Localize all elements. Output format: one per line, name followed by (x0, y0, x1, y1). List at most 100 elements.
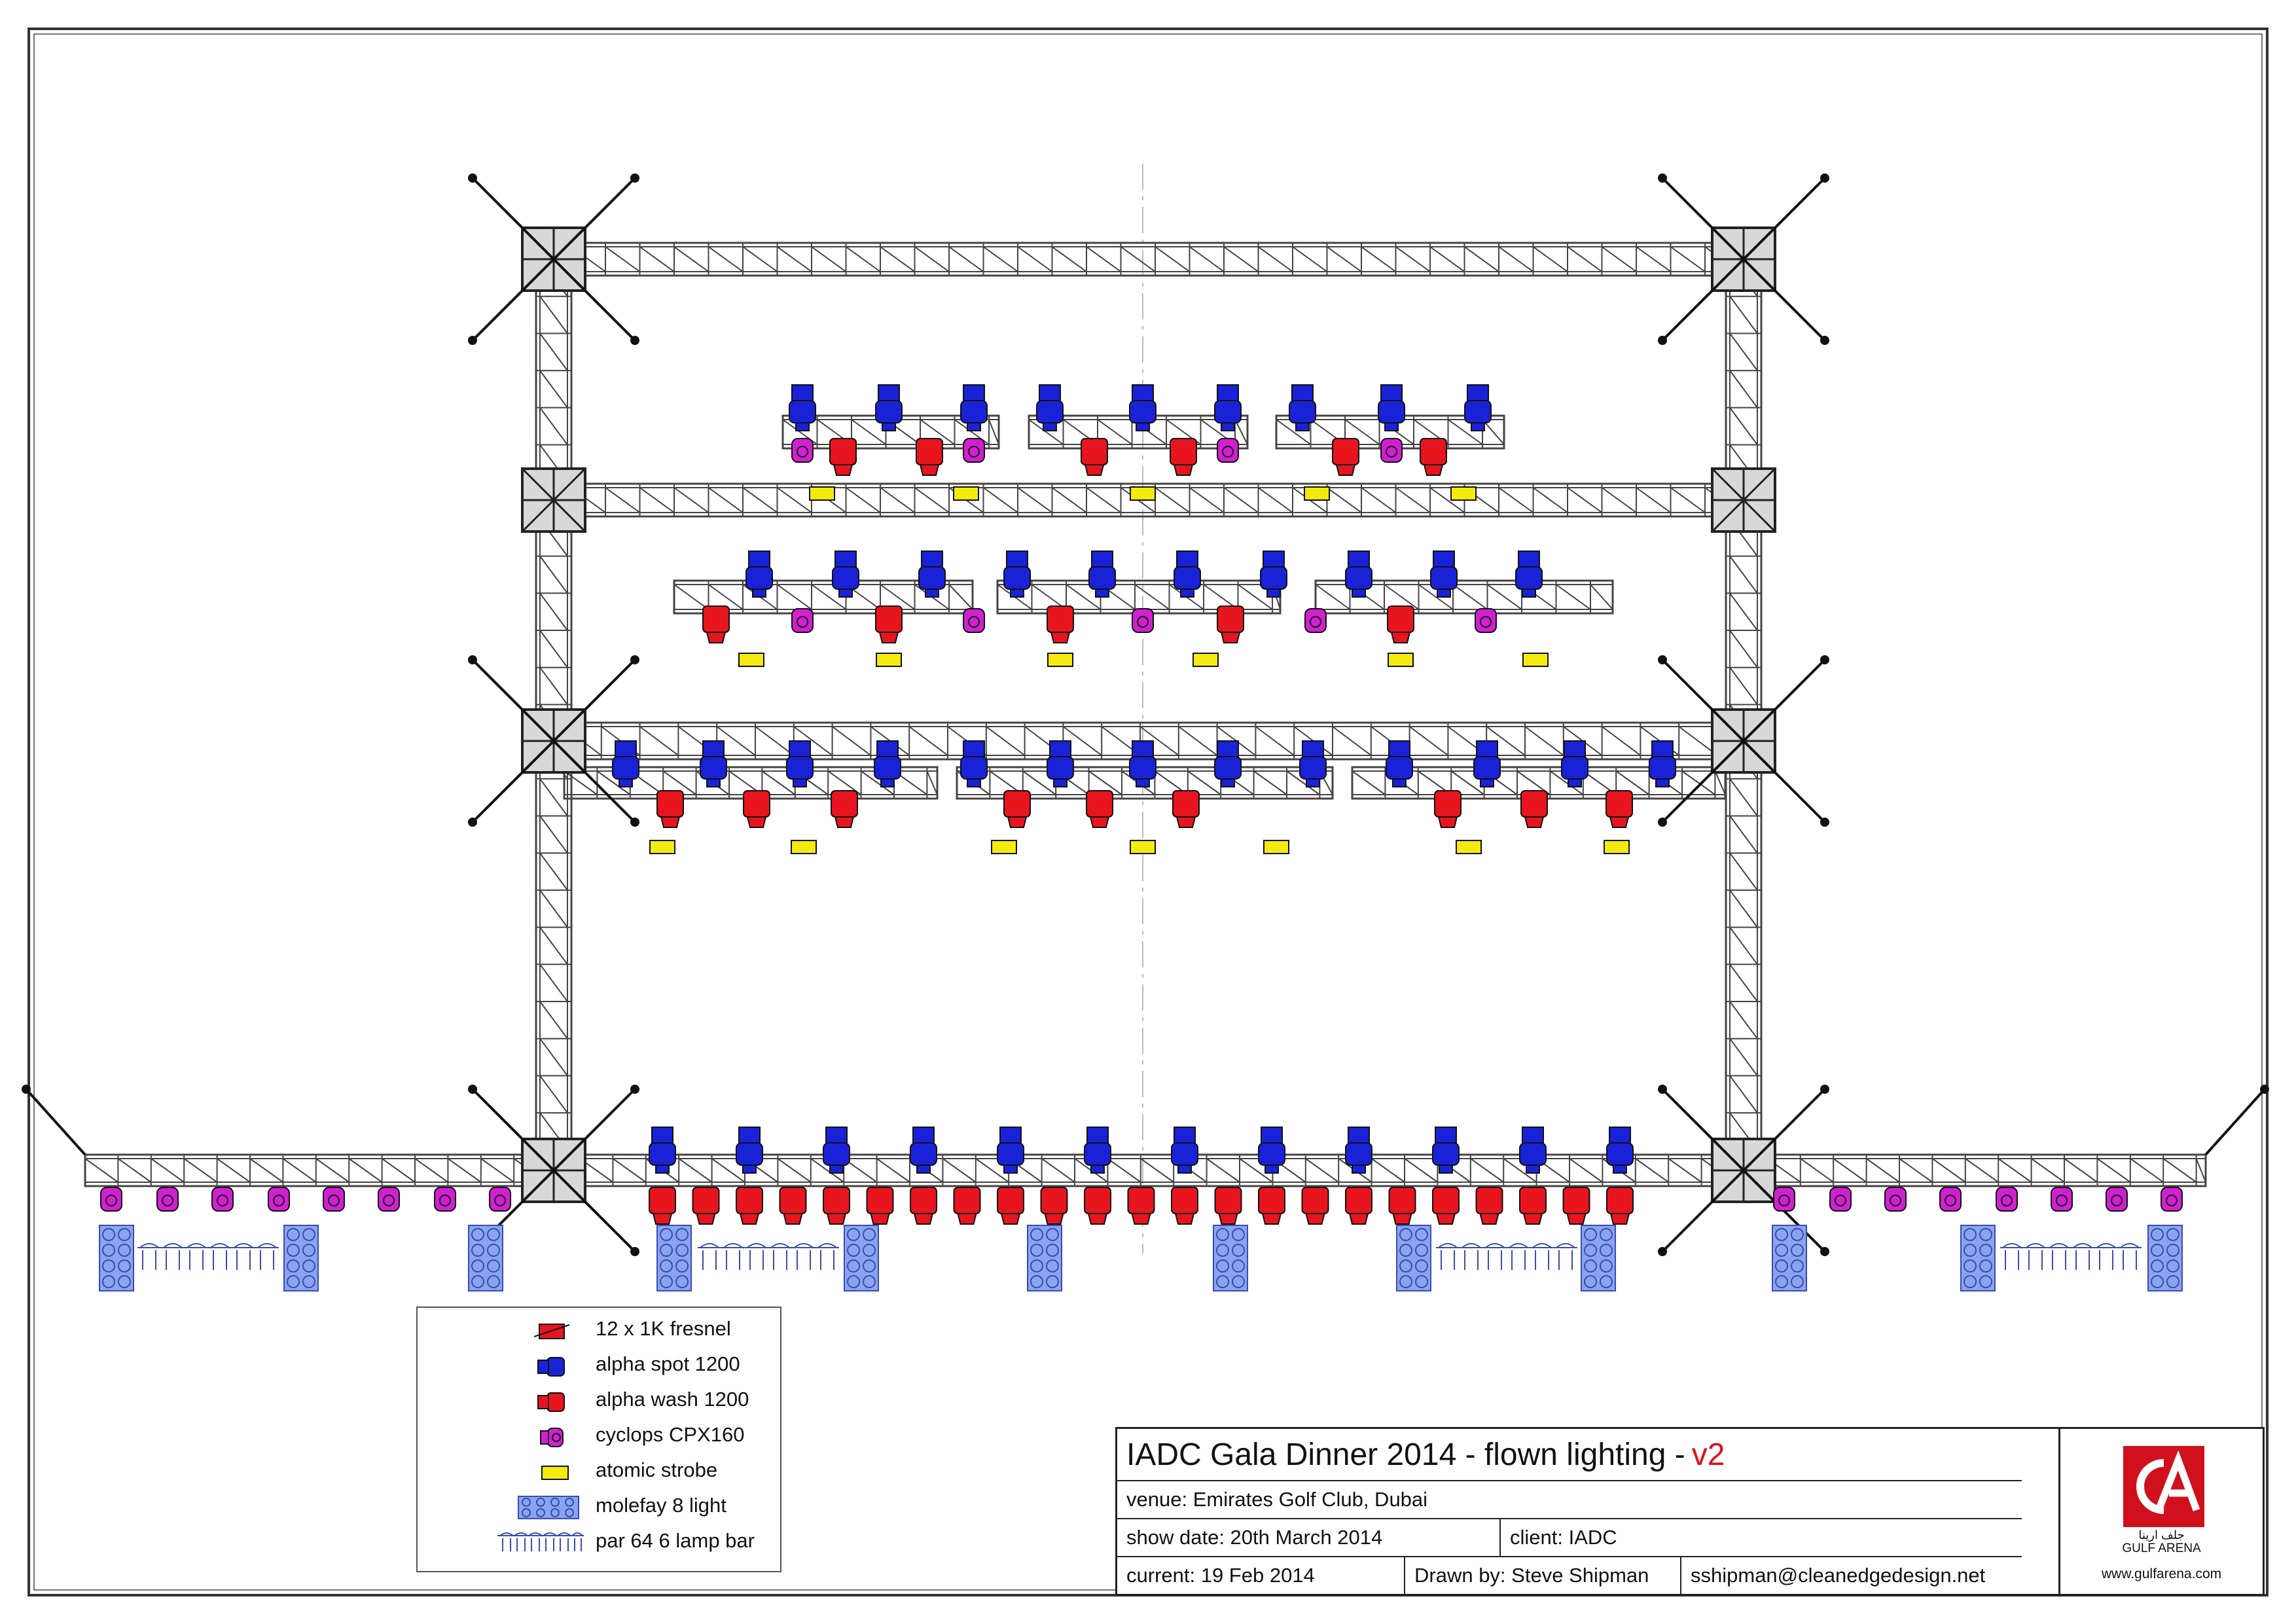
fixture-lens (1000, 1213, 1021, 1225)
fixture-base (1655, 778, 1670, 787)
fixture-lens (2001, 1195, 2013, 1206)
alpha-spot (1378, 384, 1405, 431)
cyclops (2161, 1187, 2183, 1212)
fixture-head (1561, 756, 1588, 780)
molefay-lamp (1964, 1275, 1977, 1288)
fixture-head (702, 605, 730, 633)
fixture-head (1170, 438, 1197, 465)
legend-row-fresnel: 12 x 1K fresnel (418, 1312, 780, 1347)
molefay-lamp (847, 1259, 860, 1272)
fixture-head (1081, 438, 1108, 465)
fixture-head (1939, 1187, 1962, 1212)
fixture-lens (1174, 1213, 1195, 1225)
molefay-lamp (1791, 1228, 1804, 1241)
front-truss-end (2204, 1085, 2269, 1156)
fixture-head (692, 1187, 720, 1214)
fixture-yoke (1388, 740, 1410, 757)
molefay (2147, 1225, 2183, 1291)
outrigger-foot (1820, 818, 1829, 827)
fixture-head (1605, 790, 1633, 818)
fixture-lens (739, 1213, 760, 1225)
fresnel (1606, 1187, 1634, 1225)
outrigger-foot (468, 336, 477, 345)
molefay-frame (2147, 1225, 2183, 1291)
cyclops (963, 438, 985, 463)
fixture-head (1003, 790, 1031, 818)
alpha-spot (823, 1127, 850, 1174)
legend-label-fresnel: 12 x 1K fresnel (596, 1317, 731, 1340)
fixture-yoke (1091, 550, 1113, 568)
outrigger-foot (468, 173, 477, 183)
cyclops (2106, 1187, 2128, 1212)
legend-box: 12 x 1K fresnel alpha spot 1200 alpha wa… (416, 1307, 781, 1572)
alpha-spot (1036, 384, 1064, 431)
fixture-base (1471, 422, 1485, 431)
alpha-wash (702, 605, 730, 643)
fixture-head (2161, 1187, 2183, 1212)
fixture-yoke (702, 740, 725, 757)
fixture-base (1352, 1164, 1366, 1174)
truss-lacing (782, 416, 999, 448)
outrigger-leg (1742, 1088, 1826, 1172)
alpha-spot (1299, 740, 1327, 787)
cyclops (100, 1187, 122, 1212)
molefay-lamp (471, 1228, 484, 1241)
alpha-spot (649, 1127, 676, 1174)
corner-upstage-left (521, 467, 586, 533)
alpha-wash (1170, 438, 1197, 476)
molefay-lamp (1030, 1244, 1043, 1257)
fixture-yoke (1467, 384, 1489, 401)
outrigger-foot (1658, 336, 1667, 345)
fixture-lens (1084, 464, 1105, 476)
fixture-head (1040, 1187, 1068, 1214)
cyclops (323, 1187, 345, 1212)
atomic-strobe (1456, 840, 1482, 854)
molefay-frame (1396, 1225, 1431, 1291)
molefay-lamp (660, 1244, 673, 1257)
molefay-frame (1960, 1225, 1996, 1291)
truss-lacing (536, 243, 1761, 276)
fresnel (1432, 1187, 1460, 1225)
molefay-lamp (660, 1228, 673, 1241)
alpha-wash (829, 438, 857, 476)
fresnel (1562, 1187, 1590, 1225)
alpha-spot (1174, 550, 1201, 598)
fresnel (1040, 1187, 1068, 1225)
fixture-head (649, 1142, 676, 1166)
fixture-yoke (963, 740, 985, 757)
molefay-lamp (1415, 1228, 1428, 1241)
outrigger-leg (1661, 1088, 1745, 1172)
fixture-head (736, 1187, 763, 1214)
fixture-base (1180, 588, 1194, 598)
alpha-spot (1289, 384, 1316, 431)
fixture-lens (1131, 1213, 1151, 1225)
top-truss (535, 242, 1762, 277)
atomic-strobe (791, 840, 817, 854)
molefay-lamp (1964, 1228, 1977, 1241)
fixture-yoke (1518, 550, 1540, 568)
fixture-yoke (912, 1127, 935, 1144)
logo-arabic-text: جلف ارينا (2138, 1528, 2185, 1542)
fixture-head (1475, 608, 1497, 633)
fixture-base (1352, 588, 1366, 598)
molefay-lamp (1216, 1275, 1229, 1288)
fixture-head (1258, 1142, 1285, 1166)
molefay-lamp (863, 1228, 876, 1241)
fresnel (1301, 1187, 1329, 1225)
molefay-lamp (1046, 1275, 1059, 1288)
par-can (1485, 1243, 1505, 1270)
molefay-lamp (287, 1259, 300, 1272)
par-can (234, 1243, 253, 1270)
molefay-lamp (1232, 1259, 1245, 1272)
molefay-lamp (471, 1259, 484, 1272)
fixture-base (1522, 588, 1536, 598)
fixture-head (1258, 1187, 1285, 1214)
atomic-strobe (738, 653, 764, 667)
molefay-lamp (660, 1259, 673, 1272)
legend-label-molefay: molefay 8 light (596, 1494, 726, 1517)
fixture-head (434, 1187, 456, 1212)
fixture-head (1217, 605, 1244, 633)
alpha-spot (612, 740, 639, 787)
fresnel (866, 1187, 894, 1225)
outrigger-foot (630, 818, 639, 827)
